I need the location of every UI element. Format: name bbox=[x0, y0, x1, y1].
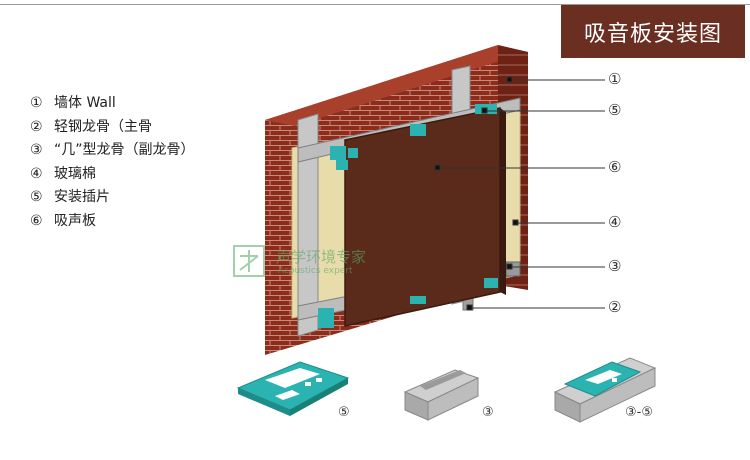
part-label-assembly: ③-⑤ bbox=[625, 405, 653, 420]
part-assembly bbox=[553, 357, 657, 423]
part-sub-keel bbox=[403, 369, 480, 421]
callout-clip: ⑤ bbox=[608, 101, 622, 119]
part-label-clip: ⑤ bbox=[338, 405, 350, 420]
watermark-sub: Acoustics expert bbox=[278, 266, 353, 276]
callout-panel: ⑥ bbox=[608, 158, 622, 176]
top-divider bbox=[0, 4, 750, 5]
watermark-name: 声学环境专家 bbox=[276, 248, 367, 266]
part-clip-plate bbox=[236, 361, 350, 416]
diagram-title: 吸音板安装图 bbox=[561, 5, 745, 58]
callout-glass-wool: ④ bbox=[608, 213, 622, 231]
watermark-logo bbox=[233, 245, 265, 277]
legend-item-sub-keel: ③“几”型龙骨（副龙骨） bbox=[30, 142, 195, 158]
callout-lines bbox=[434, 76, 605, 311]
callout-main-keel: ② bbox=[608, 298, 622, 316]
callout-wall: ① bbox=[608, 70, 622, 88]
acoustic-panel bbox=[344, 107, 506, 327]
part-label-sub-keel: ③ bbox=[482, 405, 494, 420]
callout-sub-keel: ③ bbox=[608, 257, 622, 275]
